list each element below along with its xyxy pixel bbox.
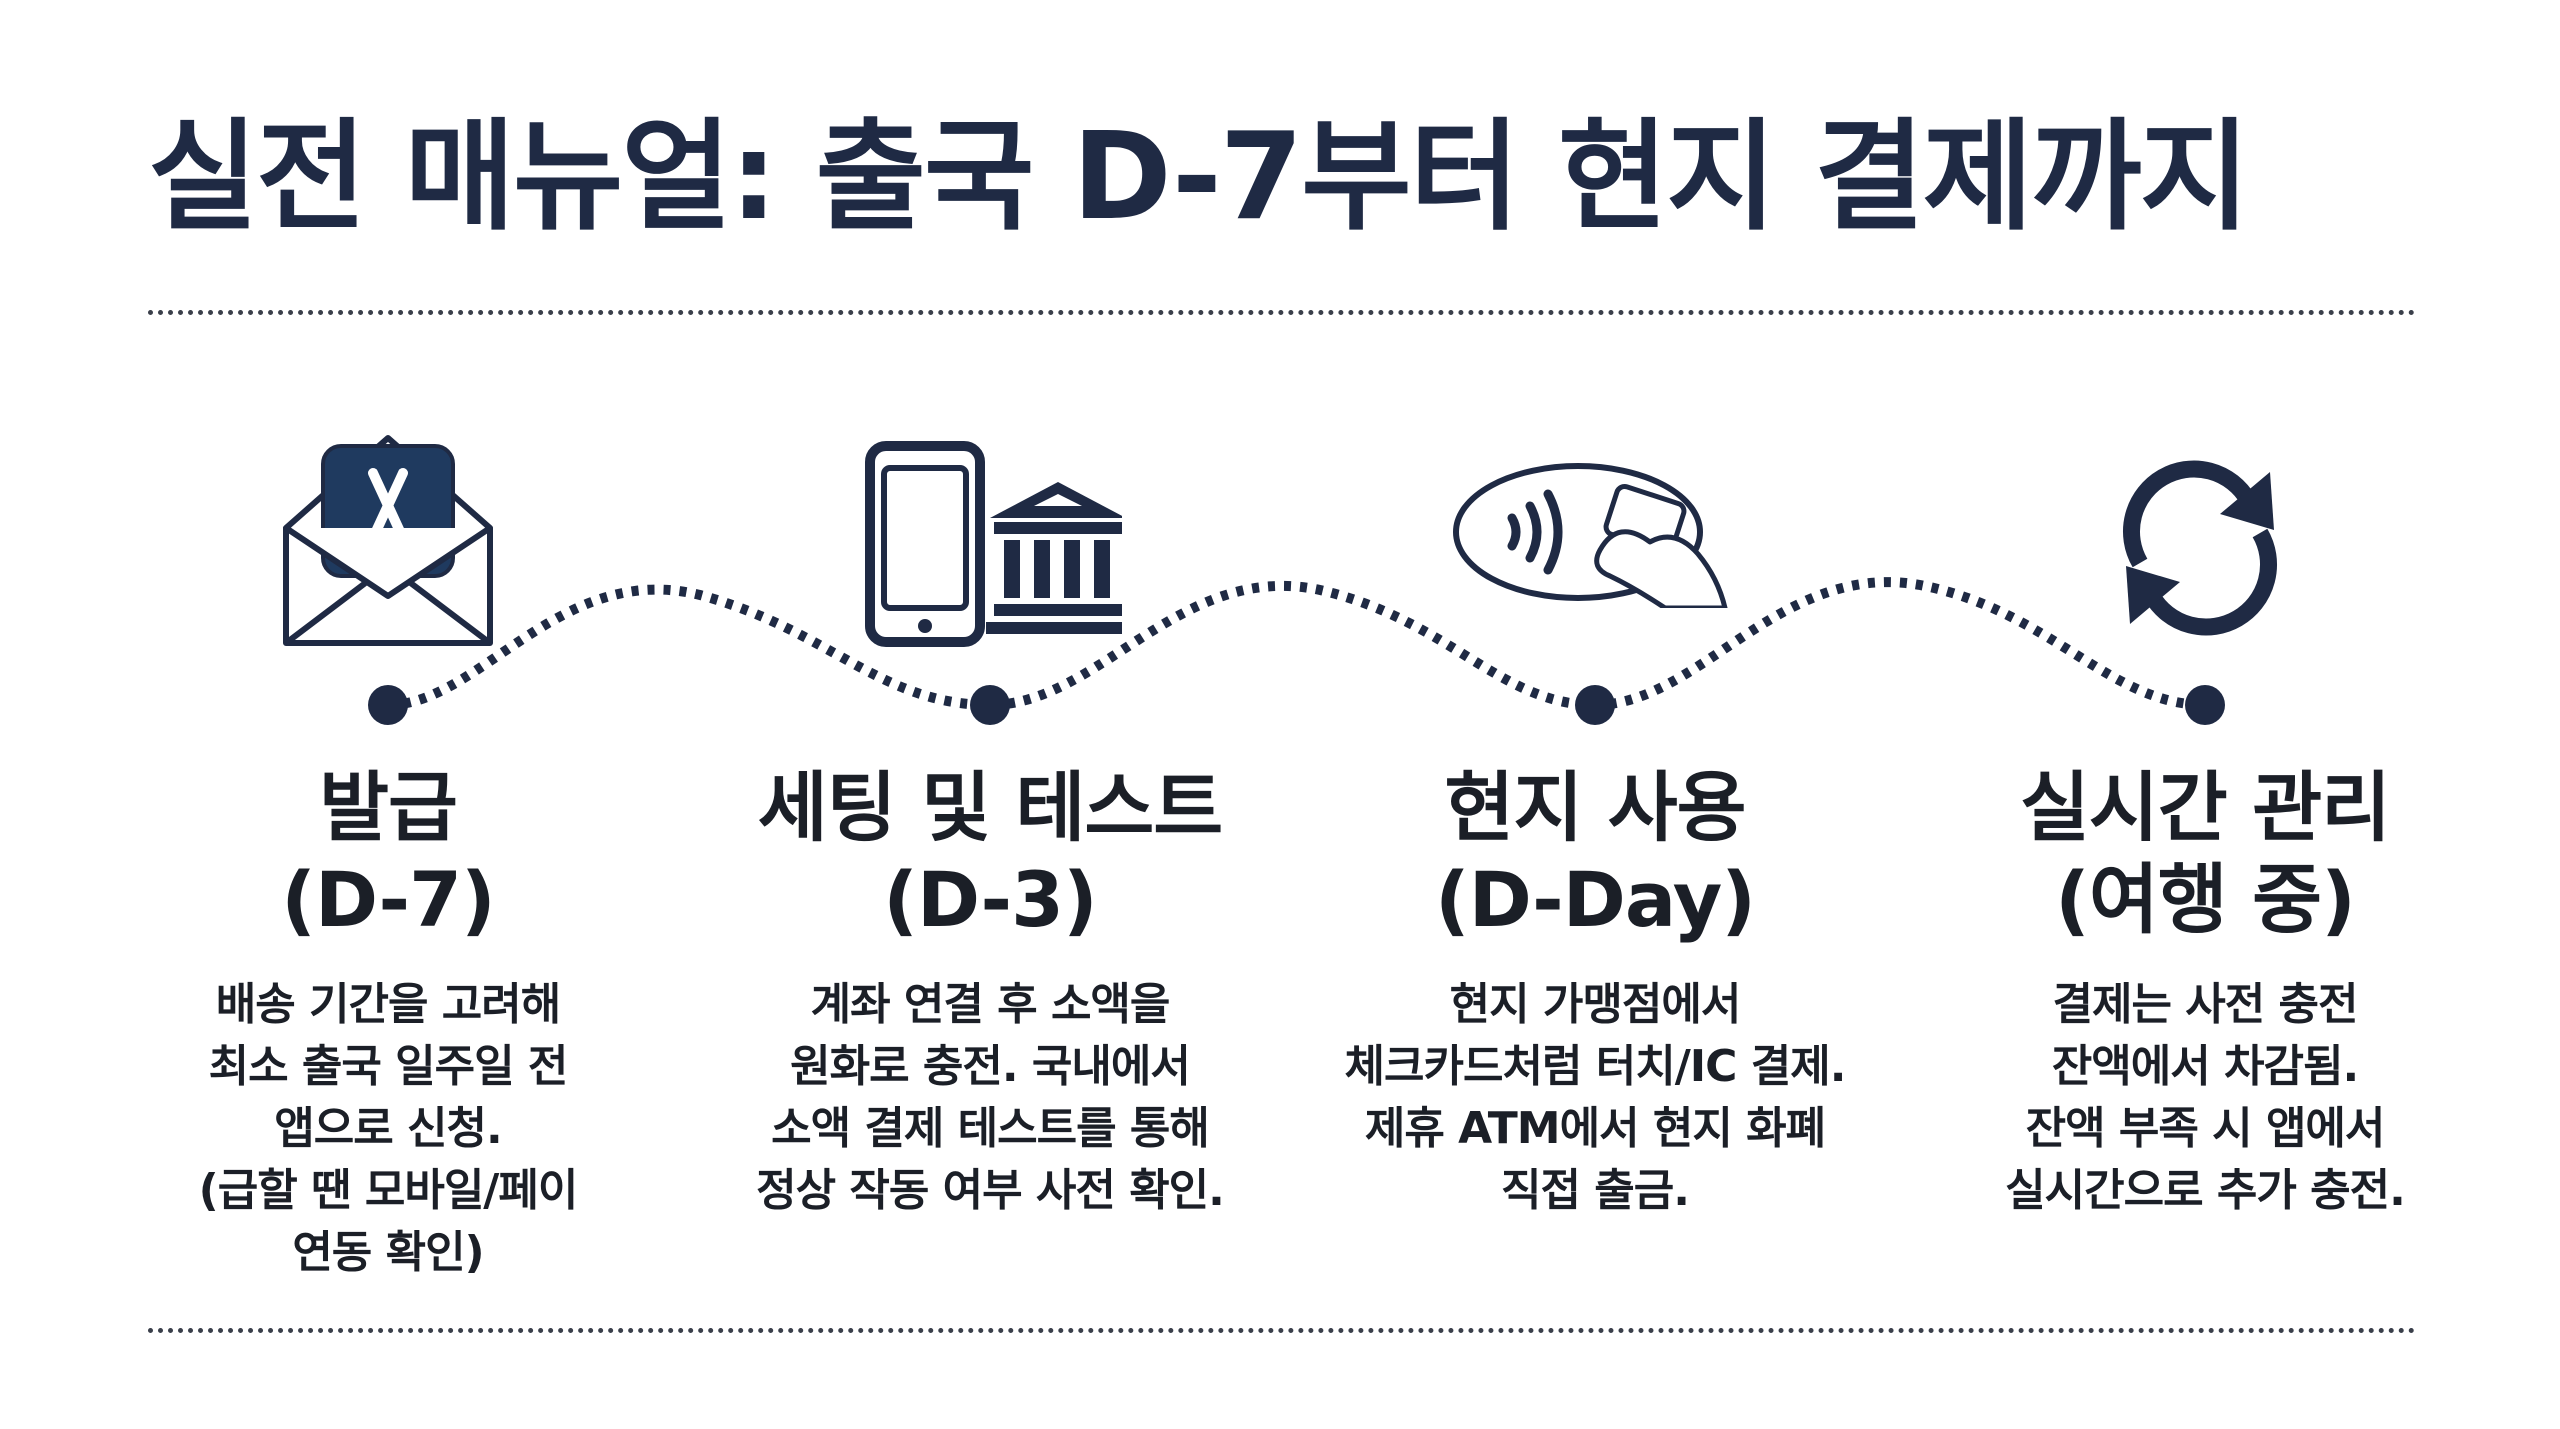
step-heading: 실시간 관리 (여행 중) bbox=[2019, 763, 2391, 944]
timeline-node-2 bbox=[970, 685, 1010, 725]
step-description: 현지 가맹점에서 체크카드처럼 터치/IC 결제. 제휴 ATM에서 현지 화폐… bbox=[1344, 979, 1847, 1216]
bottom-divider bbox=[148, 1328, 2416, 1333]
timeline-dotted-curve bbox=[387, 577, 2206, 711]
timeline-node-1 bbox=[368, 685, 408, 725]
step-description: 결제는 사전 충전 잔액에서 차감됨. 잔액 부족 시 앱에서 실시간으로 추가… bbox=[2005, 979, 2406, 1216]
timeline-node-3 bbox=[1575, 685, 1615, 725]
step-realtime-manage: 실시간 관리 (여행 중) 결제는 사전 충전 잔액에서 차감됨. 잔액 부족 … bbox=[1905, 762, 2505, 1222]
contactless-payment-icon bbox=[1453, 463, 1728, 608]
step-heading: 현지 사용 (D-Day) bbox=[1434, 763, 1756, 944]
phone-bank-icon bbox=[865, 441, 1122, 647]
step-heading: 발급 (D-7) bbox=[281, 763, 495, 944]
refresh-icon bbox=[2122, 460, 2278, 636]
step-local-use: 현지 사용 (D-Day) 현지 가맹점에서 체크카드처럼 터치/IC 결제. … bbox=[1295, 762, 1895, 1222]
page-title: 실전 매뉴얼: 출국 D-7부터 현지 결제까지 bbox=[148, 108, 2250, 247]
app-store-envelope-icon bbox=[283, 435, 493, 646]
step-heading: 세팅 및 테스트 (D-3) bbox=[757, 763, 1223, 944]
timeline-node-4 bbox=[2185, 685, 2225, 725]
step-setup-test: 세팅 및 테스트 (D-3) 계좌 연결 후 소액을 원화로 충전. 국내에서 … bbox=[690, 762, 1290, 1222]
step-description: 배송 기간을 고려해 최소 출국 일주일 전 앱으로 신청. (급할 땐 모바일… bbox=[198, 979, 579, 1278]
step-issue: 발급 (D-7) 배송 기간을 고려해 최소 출국 일주일 전 앱으로 신청. … bbox=[88, 762, 688, 1284]
step-description: 계좌 연결 후 소액을 원화로 충전. 국내에서 소액 결제 테스트를 통해 정… bbox=[756, 979, 1225, 1216]
top-divider bbox=[148, 310, 2416, 315]
